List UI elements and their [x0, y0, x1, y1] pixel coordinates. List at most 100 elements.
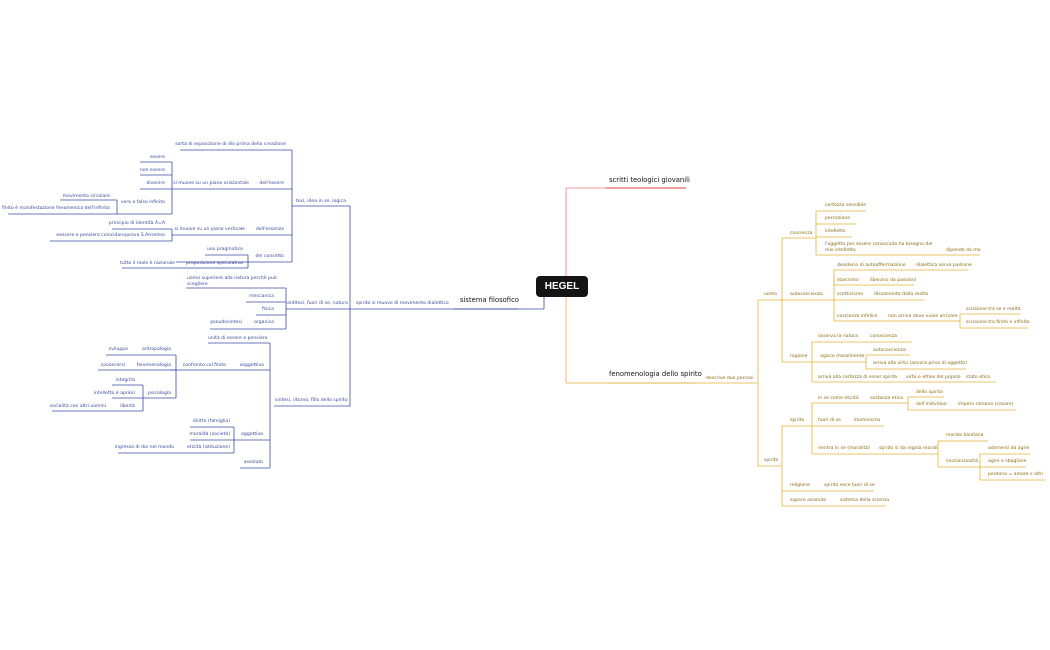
node-unita-essere-pensiero[interactable]: unità di essere e pensiero — [208, 336, 268, 341]
node-rientra-in-se[interactable]: rientra in se (moralità) — [818, 446, 870, 451]
node-antitesi[interactable]: antitesi, fuori di se, natura — [287, 301, 348, 306]
node-conoscenza[interactable]: conoscenza — [870, 334, 897, 339]
node-diritto-famiglia[interactable]: diritto (famiglia) — [192, 419, 230, 424]
node-fenomenologia-sogg[interactable]: fenomenologia — [136, 363, 171, 368]
node-oggettivo[interactable]: oggettivo — [241, 432, 263, 437]
node-intelletto[interactable]: intelletto — [825, 229, 846, 234]
node-sistema-scienza[interactable]: sistema della scienza — [840, 498, 890, 503]
node-integrita[interactable]: integrità — [115, 378, 135, 383]
node-sintesi[interactable]: sintesi, ritorno, fillo dello spirito — [275, 398, 348, 403]
node-spirito[interactable]: spirito — [764, 458, 779, 463]
node-spirito-sub[interactable]: spirito — [790, 418, 805, 423]
node-piano-orizzontale[interactable]: si muove su un piano orizzontale — [173, 181, 249, 186]
node-dialettica-servo[interactable]: dialettica servo padrone — [916, 263, 972, 268]
node-desiderio[interactable]: desiderio di autoaffermazione — [837, 263, 906, 268]
node-dell-essere[interactable]: dell'essere — [259, 181, 284, 186]
node-fisica[interactable]: fisica — [262, 307, 274, 312]
node-essere-pensiero[interactable]: eessere e pensiero coincidono — [56, 233, 126, 238]
node-agire-sbagliare[interactable]: agire e sbagliare — [988, 459, 1027, 464]
node-agisce-moralmente[interactable]: agisce moralmente — [820, 354, 865, 359]
node-pseudosintesi[interactable]: pseudosintesi — [210, 320, 242, 325]
node-finito-manifestazione[interactable]: finito è manifestazione fenomenica dell'… — [2, 206, 110, 211]
node-ingresso-dio[interactable]: ingresso di dio nel mondo — [114, 445, 174, 450]
node-astenersi[interactable]: astenersi da agire — [988, 446, 1030, 451]
node-spirito-esce[interactable]: spirito esce fuori di se — [824, 483, 875, 488]
node-osserva-natura[interactable]: osserva la natura — [818, 334, 859, 339]
node-liberarsi-passioni[interactable]: liberarsi da passioni — [870, 278, 917, 283]
node-movimento-dialettico[interactable]: spirito si muove di movimento dialettico — [356, 301, 449, 306]
root-node-hegel[interactable]: HEGEL — [536, 276, 588, 297]
node-in-se-eticita[interactable]: in se come eticità — [818, 396, 859, 401]
node-religione[interactable]: religione — [790, 483, 810, 488]
node-essere[interactable]: essere — [149, 155, 165, 160]
node-dell-individuo[interactable]: dell'individuo — [916, 402, 947, 407]
node-autocoscienza-ragione[interactable]: autocoscienza — [873, 348, 906, 353]
node-prova-anselmo[interactable]: prova S.Anselmo — [126, 233, 165, 238]
node-non-essere[interactable]: non essere — [139, 168, 165, 173]
node-coscienza-infelice[interactable]: coscienza infelice — [837, 314, 878, 319]
branch-sistema-filosofico[interactable]: sistema filosofico — [460, 296, 519, 304]
node-tesi[interactable]: tesi, idea in se, logica — [296, 199, 346, 204]
node-uomo[interactable]: uomo — [764, 292, 778, 297]
node-sapere-assoluto[interactable]: sapere assoluto — [790, 498, 827, 503]
node-liberta[interactable]: libertà — [120, 404, 135, 409]
node-dipende-da-me[interactable]: dipende da me — [946, 248, 981, 253]
node-piano-verticale[interactable]: si muove su un piano verticale — [174, 227, 245, 232]
node-arriva-virtu[interactable]: arriva alla virtù (ancora priva di ogget… — [873, 361, 967, 366]
node-illuminismo[interactable]: illuminismo — [854, 418, 881, 423]
node-assoluto[interactable]: assoluto — [243, 460, 263, 465]
node-oggetto-line1[interactable]: l'oggetto per essere conosciuto ha bisog… — [825, 242, 933, 247]
node-morale-kantiana[interactable]: morale kantiana — [946, 433, 984, 438]
node-confronto-finito[interactable]: confronto col finito — [182, 363, 226, 368]
mindmap-links — [8, 149, 1046, 507]
node-intelletto-apriori[interactable]: intelletto è apriori — [93, 391, 135, 396]
node-ragione[interactable]: ragione — [790, 354, 808, 359]
node-certezza-sensibile[interactable]: certezza sensibile — [825, 203, 867, 208]
node-dello-spirito[interactable]: dello spirito — [916, 390, 943, 395]
node-distacco-realta[interactable]: dissamento dalla realtà — [874, 292, 928, 297]
node-antropologia[interactable]: antropologia — [142, 347, 171, 352]
node-uso-pragmatico[interactable]: uso pragmatico — [207, 247, 243, 252]
branch-fenomenologia[interactable]: fenomenologia dello spirito — [609, 370, 702, 378]
node-reale-razionale[interactable]: tutto il reale è razionale — [120, 261, 175, 266]
node-sostanza-etica[interactable]: sostanza etica — [870, 396, 904, 401]
node-eticita-istituzione[interactable]: eticità (istituzione) — [186, 445, 230, 450]
node-scissione-se-realta[interactable]: scissione tra se e realtà — [966, 307, 1021, 312]
node-moralita-societa[interactable]: moralità (società) — [189, 432, 230, 437]
branch-scritti-teologici[interactable]: scritti teologici giovanili — [609, 176, 690, 184]
node-scetticismo[interactable]: scetticismo — [837, 292, 864, 297]
node-stato-etico[interactable]: stato etico — [966, 375, 991, 380]
node-uomo-superiore[interactable]: uomo superiore alla natura perchè può sc… — [187, 276, 277, 287]
node-perdono[interactable]: perdono = amore x altri — [988, 472, 1044, 477]
node-descrive-percorsi[interactable]: descrive due percosi — [706, 376, 754, 381]
node-movimento-circolare[interactable]: movimento circolare — [62, 194, 110, 199]
node-impero-romano[interactable]: impero romano (cesare) — [958, 402, 1014, 407]
node-coscienza[interactable]: coscienza — [790, 231, 813, 236]
node-oggetto-line2[interactable]: mio intelletto — [825, 248, 856, 253]
node-virtu-ethos[interactable]: virtù e ethos del popolo — [906, 375, 961, 380]
node-fuori-di-se[interactable]: fuori di se — [818, 418, 841, 423]
node-principio-identita[interactable]: principio di identità A=A — [108, 221, 165, 226]
node-socialita[interactable]: socialità con altri uomini — [49, 404, 106, 409]
node-coscienziosita[interactable]: coscienziosità — [946, 459, 979, 464]
node-percezione[interactable]: percezione — [825, 216, 851, 221]
node-sviluppo[interactable]: sviluppo — [108, 347, 128, 352]
node-scissione-finito[interactable]: scissione tra finito e infinito — [966, 320, 1030, 325]
node-dell-essenza[interactable]: dell'essenza — [255, 227, 284, 232]
node-divenire[interactable]: divenire — [146, 181, 165, 186]
node-del-concetto[interactable]: del concetto — [255, 254, 285, 259]
node-regola-morali[interactable]: spirito si da regola morali — [879, 446, 938, 451]
node-meccanica[interactable]: meccanica — [249, 294, 274, 299]
node-conoscersi[interactable]: conoscersi — [100, 363, 125, 368]
node-psicologia[interactable]: psicologia — [147, 391, 171, 396]
node-autocoscienza[interactable]: autocoscienza — [790, 292, 823, 297]
node-proposizione-speculativa[interactable]: proposizione speculativa — [186, 261, 243, 266]
node-non-arriva[interactable]: non arriva dove vuole arrivare — [888, 314, 958, 319]
node-esposizione-dio[interactable]: sorta di esposizione di dio prima della … — [175, 142, 286, 147]
node-certezza-spirito[interactable]: arriva alla certezza di esser spirito — [818, 375, 898, 380]
node-soggettivo[interactable]: soggettivo — [239, 363, 264, 368]
node-stoicismo[interactable]: stoicismo — [837, 278, 859, 283]
node-organica[interactable]: organica — [254, 320, 274, 325]
node-vero-falso-infinito[interactable]: vero e falso infinito — [120, 200, 165, 205]
